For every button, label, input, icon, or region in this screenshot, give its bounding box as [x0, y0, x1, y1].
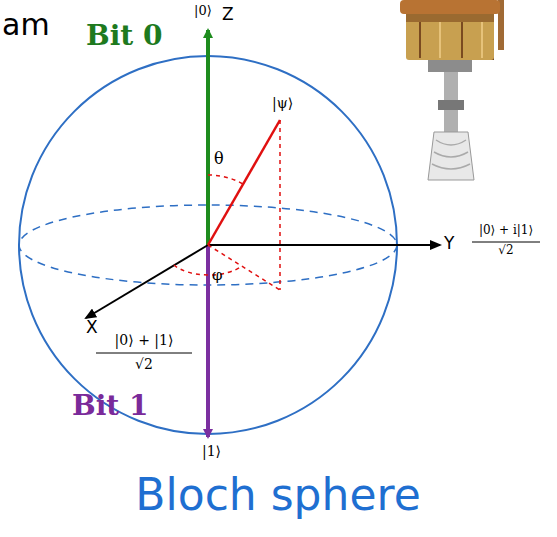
axis-name: Y	[444, 234, 454, 254]
x-axis	[86, 245, 208, 318]
fraction-bar	[472, 242, 540, 243]
projection-line	[279, 120, 281, 290]
angle-label: φ	[212, 267, 223, 284]
state-vector	[208, 120, 280, 245]
angle-label: θ	[214, 150, 224, 168]
bit-label: Bit 0	[86, 20, 162, 52]
ket-label: |ψ⟩	[272, 95, 293, 111]
theta-arc	[208, 175, 243, 184]
cropped-title: am	[2, 8, 50, 43]
ket-label: |0⟩	[194, 4, 212, 19]
bit1-axis	[206, 245, 210, 437]
phi-arc	[174, 265, 242, 275]
bit-label: Bit 1	[72, 390, 148, 422]
caption: Bloch sphere	[135, 470, 420, 521]
axis-name: X	[86, 318, 98, 338]
ket-label: |1⟩	[202, 443, 221, 459]
cryostat-photo	[400, 0, 504, 180]
projection-line	[208, 245, 280, 290]
fraction-denominator: √2	[135, 356, 153, 372]
axis-name: Z	[222, 5, 234, 25]
fraction-denominator: √2	[498, 244, 513, 258]
fraction-bar	[96, 353, 192, 354]
z-axis	[206, 30, 210, 245]
fraction-numerator: |0⟩ + i|1⟩	[479, 224, 533, 238]
fraction-numerator: |0⟩ + |1⟩	[115, 332, 174, 348]
y-axis	[208, 244, 440, 246]
